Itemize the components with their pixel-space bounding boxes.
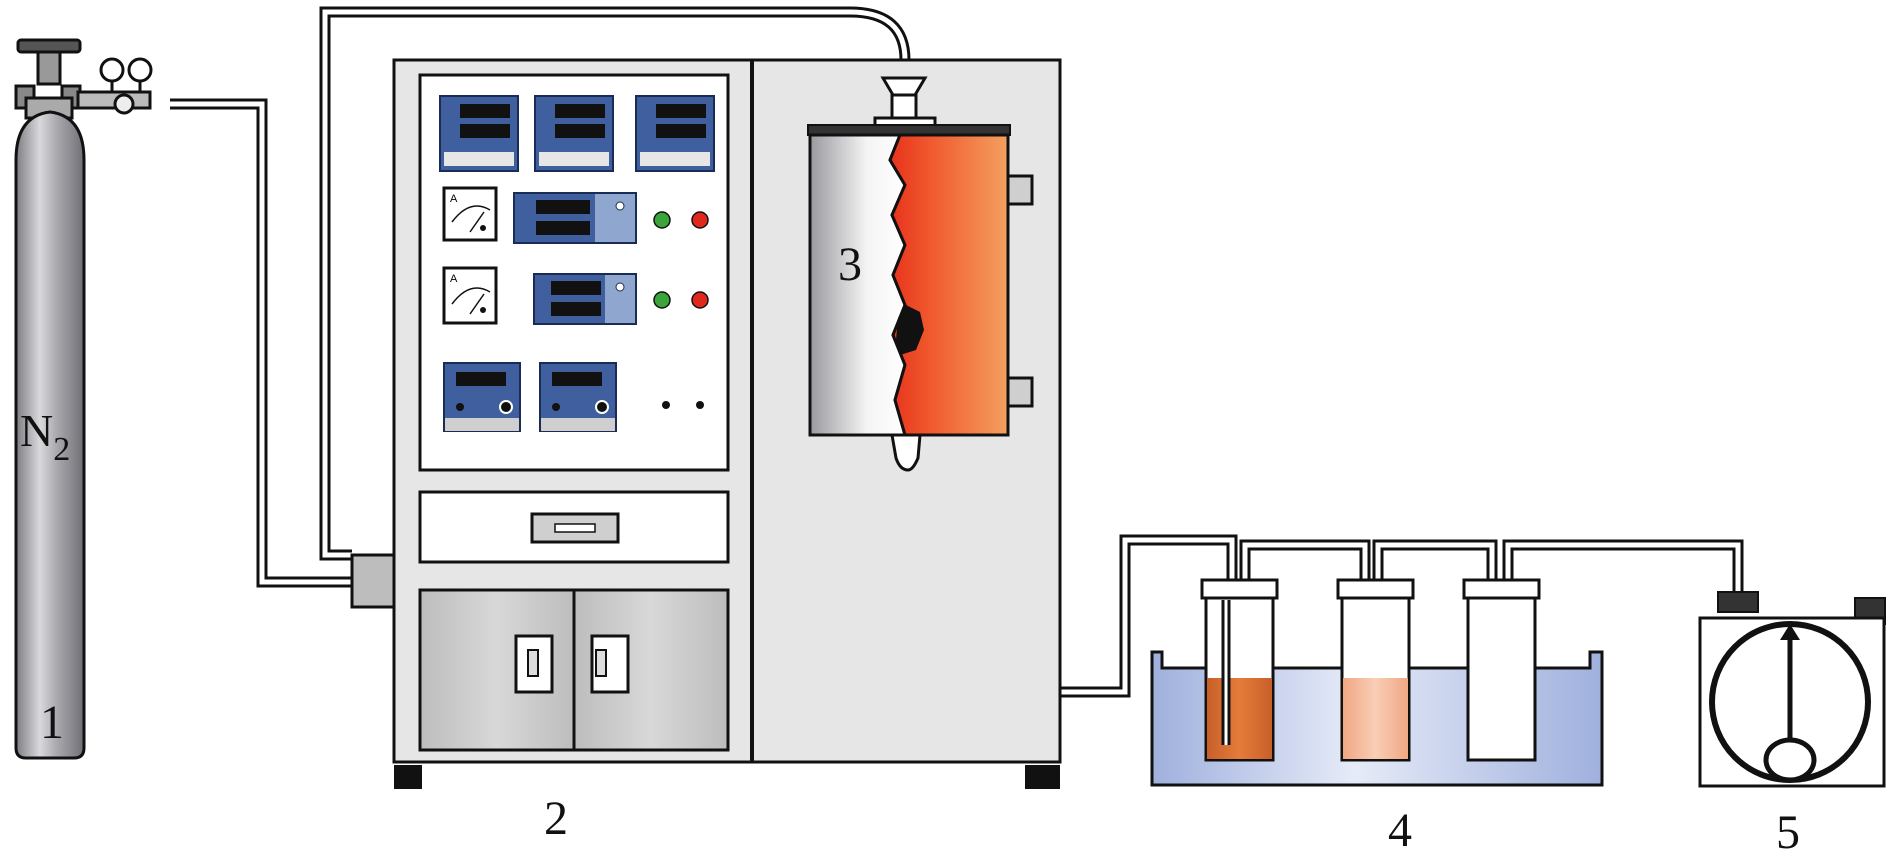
cabinet-number-label: 2	[544, 792, 568, 845]
temperature-controller	[534, 95, 614, 172]
ammeter: A	[442, 186, 498, 242]
flow-meter	[539, 362, 617, 432]
absorption-bottle	[1462, 578, 1541, 762]
cylinder-body	[14, 110, 86, 760]
nitrogen-cylinder: N2 1	[14, 38, 153, 760]
gas-formula: N2	[20, 405, 70, 468]
flow-meter	[443, 362, 521, 432]
temperature-controller	[513, 192, 637, 244]
svg-text:A: A	[450, 273, 458, 285]
indicator-light-green	[653, 291, 671, 309]
indicator-light-red	[691, 211, 709, 229]
tube-furnace: 3	[807, 76, 1034, 472]
absorption-bottles: 4	[1150, 578, 1604, 857]
svg-text:A: A	[450, 193, 458, 205]
temperature-controller	[533, 273, 637, 325]
furnace-heating-zone	[888, 133, 1010, 437]
ammeter: A	[442, 266, 498, 325]
indicator-light-green	[653, 211, 671, 229]
temperature-controller	[635, 95, 715, 172]
pressure-regulator	[76, 57, 153, 115]
furnace-number-label: 3	[838, 238, 862, 291]
temperature-controller	[439, 95, 519, 172]
tube-bottles-to-pump	[1502, 539, 1744, 595]
pump-number-label: 5	[1776, 806, 1800, 859]
cylinder-number-label: 1	[40, 696, 64, 749]
absorption-bottle	[1200, 578, 1279, 762]
indicator-light-red	[691, 291, 709, 309]
absorption-bottle	[1336, 578, 1415, 762]
vacuum-pump: 5	[1698, 591, 1886, 859]
sample-boat	[896, 305, 924, 355]
bottles-number-label: 4	[1388, 804, 1412, 857]
